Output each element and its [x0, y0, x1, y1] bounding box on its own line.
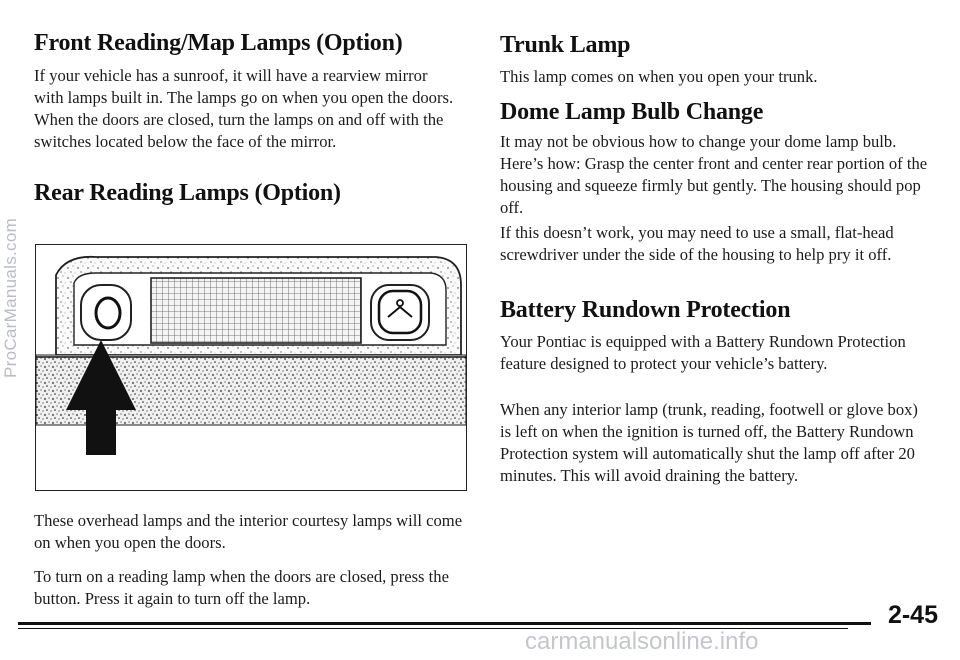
- watermark-bottom: carmanualsonline.info: [525, 628, 759, 655]
- heading-trunk-lamp: Trunk Lamp: [500, 32, 631, 58]
- rear-reading-lamp-illustration: [35, 244, 467, 491]
- paragraph-battery-protection-intro: Your Pontiac is equipped with a Battery …: [500, 332, 906, 373]
- page-number: 2-45: [887, 601, 938, 629]
- paragraph-front-reading-lamps: If your vehicle has a sunroof, it will h…: [34, 66, 454, 151]
- paragraph-battery-protection-detail: When any interior lamp (trunk, reading, …: [500, 400, 918, 485]
- paragraph-dome-lamp-screwdriver: If this doesn’t work, you may need to us…: [500, 223, 894, 264]
- watermark-side: ProCarManuals.com: [1, 217, 20, 378]
- paragraph-trunk-lamp: This lamp comes on when you open your tr…: [500, 67, 818, 86]
- paragraph-rear-reading-lamps-doors: These overhead lamps and the interior co…: [34, 511, 463, 552]
- paragraph-dome-lamp-instructions: It may not be obvious how to change your…: [500, 132, 928, 217]
- heading-front-reading-map-lamps: Front Reading/Map Lamps (Option): [34, 30, 403, 56]
- lamp-diagram: [36, 255, 466, 455]
- heading-battery-rundown-protection: Battery Rundown Protection: [500, 297, 791, 323]
- up-arrow-icon: [66, 340, 136, 455]
- footer-rule-thick: [18, 622, 871, 625]
- heading-rear-reading-lamps: Rear Reading Lamps (Option): [34, 180, 341, 206]
- paragraph-rear-reading-lamps-button: To turn on a reading lamp when the doors…: [34, 567, 449, 608]
- footer-rule-thin: [18, 628, 848, 629]
- heading-dome-lamp-bulb-change: Dome Lamp Bulb Change: [500, 99, 764, 125]
- lamp-lens: [150, 277, 362, 344]
